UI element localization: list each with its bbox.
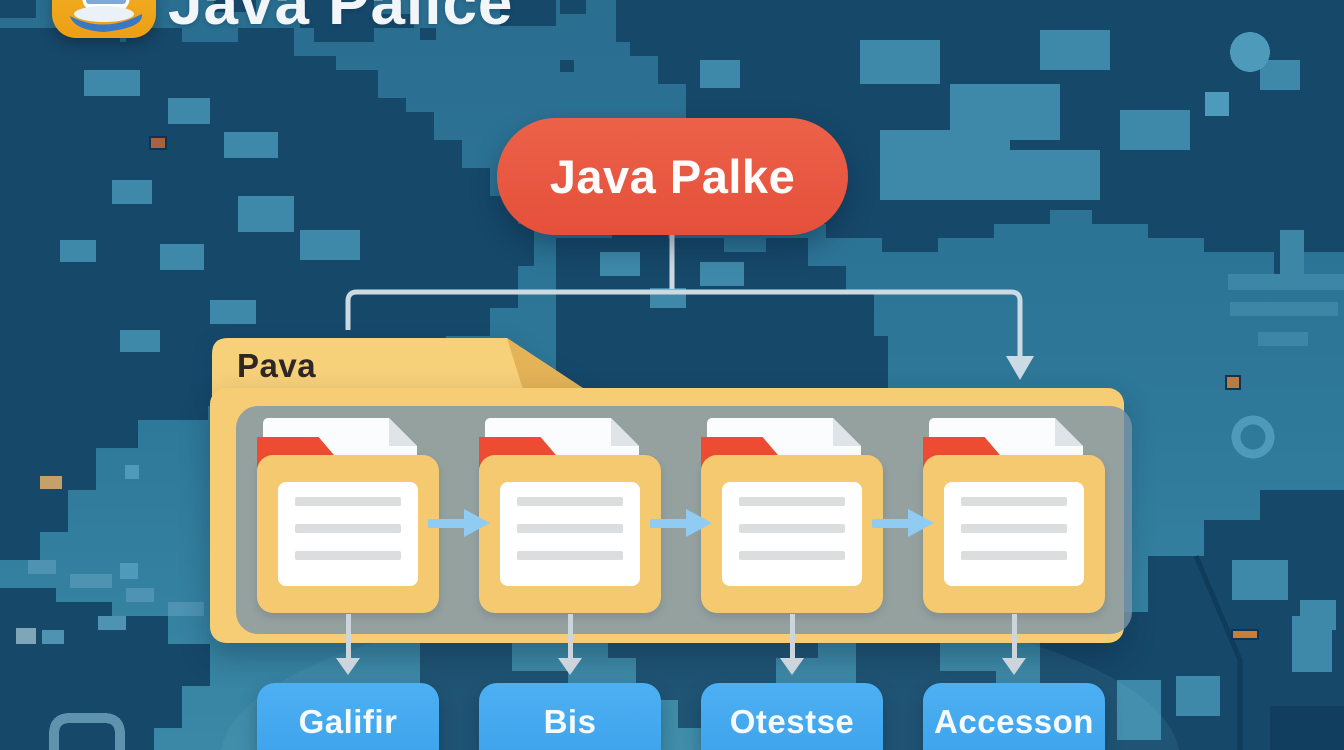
text-line <box>739 524 845 533</box>
java-logo-icon <box>52 0 156 38</box>
coffee-cup-icon <box>70 0 143 32</box>
page-title: Java Palice <box>168 0 514 38</box>
node-button-label: Bis <box>543 703 597 740</box>
page-fold-corner <box>833 418 861 446</box>
down-arrows <box>257 614 1105 678</box>
file-document-2 <box>479 418 661 614</box>
text-line <box>739 497 845 506</box>
text-line <box>295 551 401 560</box>
node-button-label: Galifir <box>298 703 398 740</box>
folder-label: Pava <box>237 347 317 384</box>
document-card <box>944 482 1084 586</box>
down-arrow-icon <box>257 614 439 678</box>
page-fold-corner <box>1055 418 1083 446</box>
page-fold-corner <box>611 418 639 446</box>
text-line <box>517 524 623 533</box>
page-fold-corner <box>389 418 417 446</box>
file-document-1 <box>257 418 439 614</box>
node-button-otestse[interactable]: Otestse <box>701 683 883 750</box>
down-arrow-icon <box>701 614 883 678</box>
document-card <box>722 482 862 586</box>
flow-node-buttons: Galifir Bis Otestse Accesson <box>257 683 1105 750</box>
files-row <box>257 418 1105 614</box>
node-button-bis[interactable]: Bis <box>479 683 661 750</box>
down-arrow-icon <box>923 614 1105 678</box>
down-arrow-icon <box>479 614 661 678</box>
text-line <box>961 524 1067 533</box>
document-card <box>278 482 418 586</box>
right-arrow-icon <box>872 509 934 537</box>
text-line <box>517 551 623 560</box>
text-line <box>961 497 1067 506</box>
text-line <box>295 524 401 533</box>
file-document-4 <box>923 418 1105 614</box>
folder-tab <box>212 338 595 396</box>
node-button-label: Otestse <box>729 703 855 740</box>
right-arrow-icon <box>650 509 712 537</box>
document-card <box>500 482 640 586</box>
text-line <box>961 551 1067 560</box>
text-line <box>295 497 401 506</box>
file-document-3 <box>701 418 883 614</box>
node-button-accesson[interactable]: Accesson <box>923 683 1105 750</box>
text-line <box>517 497 623 506</box>
arrowhead-icon <box>1006 356 1034 380</box>
root-node-label: Java Palke <box>549 150 796 203</box>
node-button-label: Accesson <box>934 703 1094 740</box>
right-arrow-icon <box>428 509 490 537</box>
node-button-galifir[interactable]: Galifir <box>257 683 439 750</box>
text-line <box>739 551 845 560</box>
root-node-badge[interactable]: Java Palke <box>497 118 848 235</box>
